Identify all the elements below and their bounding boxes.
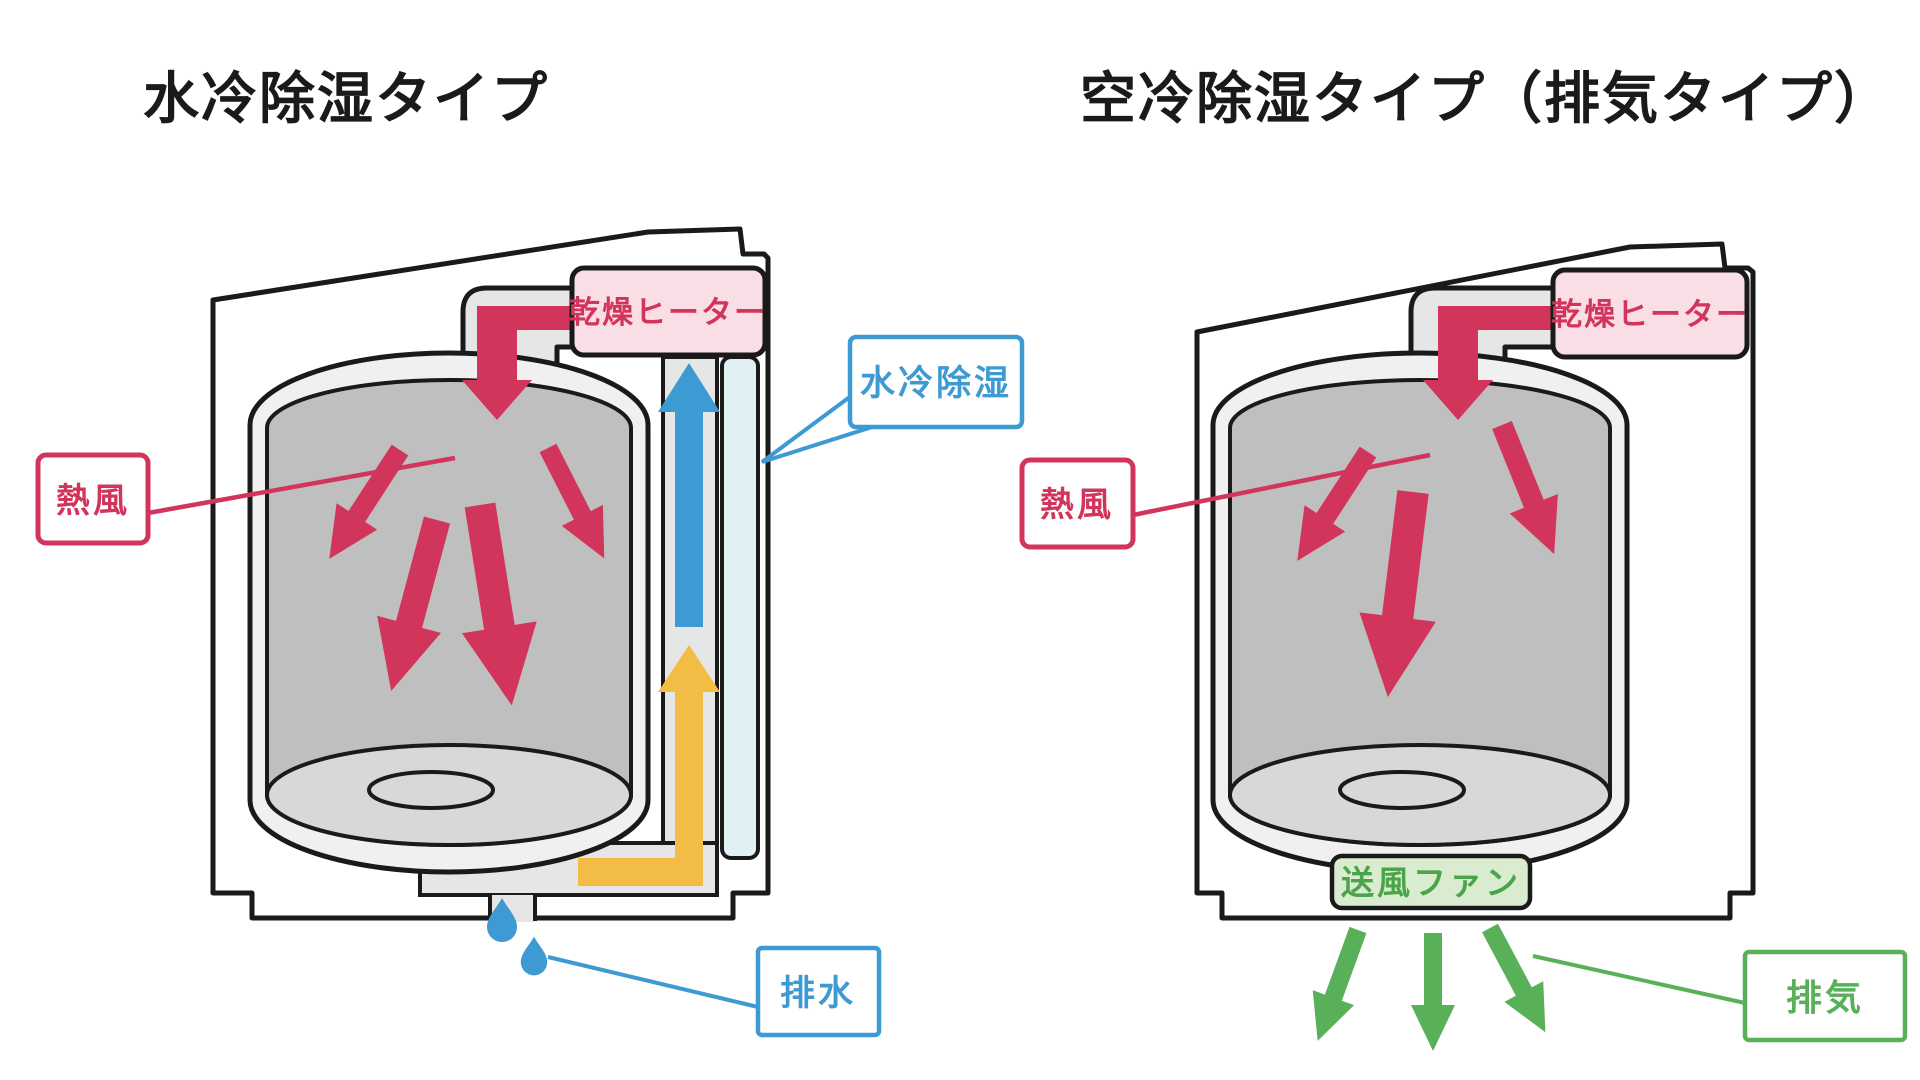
left-hot-air-label-box — [35, 452, 151, 546]
left-water-cooling-panel — [720, 355, 760, 860]
drain-label-box — [755, 945, 882, 1038]
water-cooled-diagram: 水冷除湿タイプ — [35, 67, 1025, 1038]
water-cool-label-box — [847, 334, 1025, 430]
exhaust-label-box — [1742, 949, 1908, 1043]
exhaust-arrow-left — [1296, 922, 1379, 1049]
fan-label-box — [1329, 853, 1533, 911]
right-hot-air-arrows — [1277, 306, 1579, 702]
right-hot-air-callout-line — [1132, 452, 1431, 518]
right-heater-inlet-arrow — [1423, 306, 1553, 420]
left-heater-inlet-arrow — [462, 306, 576, 420]
drain-callout-line — [547, 955, 759, 1009]
right-hot-air-label: 熱風 — [1040, 486, 1114, 524]
left-updraft-blue-arrow — [658, 363, 720, 627]
fan-label: 送風ファン — [1341, 864, 1521, 901]
exhaust-label: 排気 — [1786, 977, 1864, 1018]
left-title: 水冷除湿タイプ — [143, 67, 549, 130]
air-cooled-diagram: 空冷除湿タイプ（排気タイプ） 送風ファン 熱風 — [1019, 67, 1908, 1051]
water-drop-1 — [487, 898, 517, 942]
left-drum-hub — [367, 770, 495, 810]
left-hot-air-callout-line — [147, 455, 456, 516]
exhaust-arrow-right — [1470, 917, 1565, 1043]
right-drum-hub — [1338, 770, 1466, 810]
left-hot-air-label: 熱風 — [56, 482, 130, 520]
right-title: 空冷除湿タイプ（排気タイプ） — [1080, 67, 1892, 130]
right-heater-label-box — [1550, 267, 1750, 360]
water-cool-label: 水冷除湿 — [860, 364, 1012, 403]
left-heater-label-box — [569, 265, 768, 358]
left-drain-yellow-arrow — [578, 645, 720, 886]
drain-label: 排水 — [780, 974, 856, 1013]
water-drop-2 — [520, 936, 548, 976]
right-heater-label: 乾燥ヒーター — [1551, 297, 1749, 332]
right-hot-air-label-box — [1019, 457, 1136, 550]
exhaust-callout-line — [1532, 954, 1746, 1005]
left-hot-air-arrows — [309, 306, 625, 712]
exhaust-arrows — [1296, 917, 1565, 1051]
exhaust-arrow-middle — [1411, 933, 1455, 1051]
left-heater-label: 乾燥ヒーター — [569, 295, 767, 330]
